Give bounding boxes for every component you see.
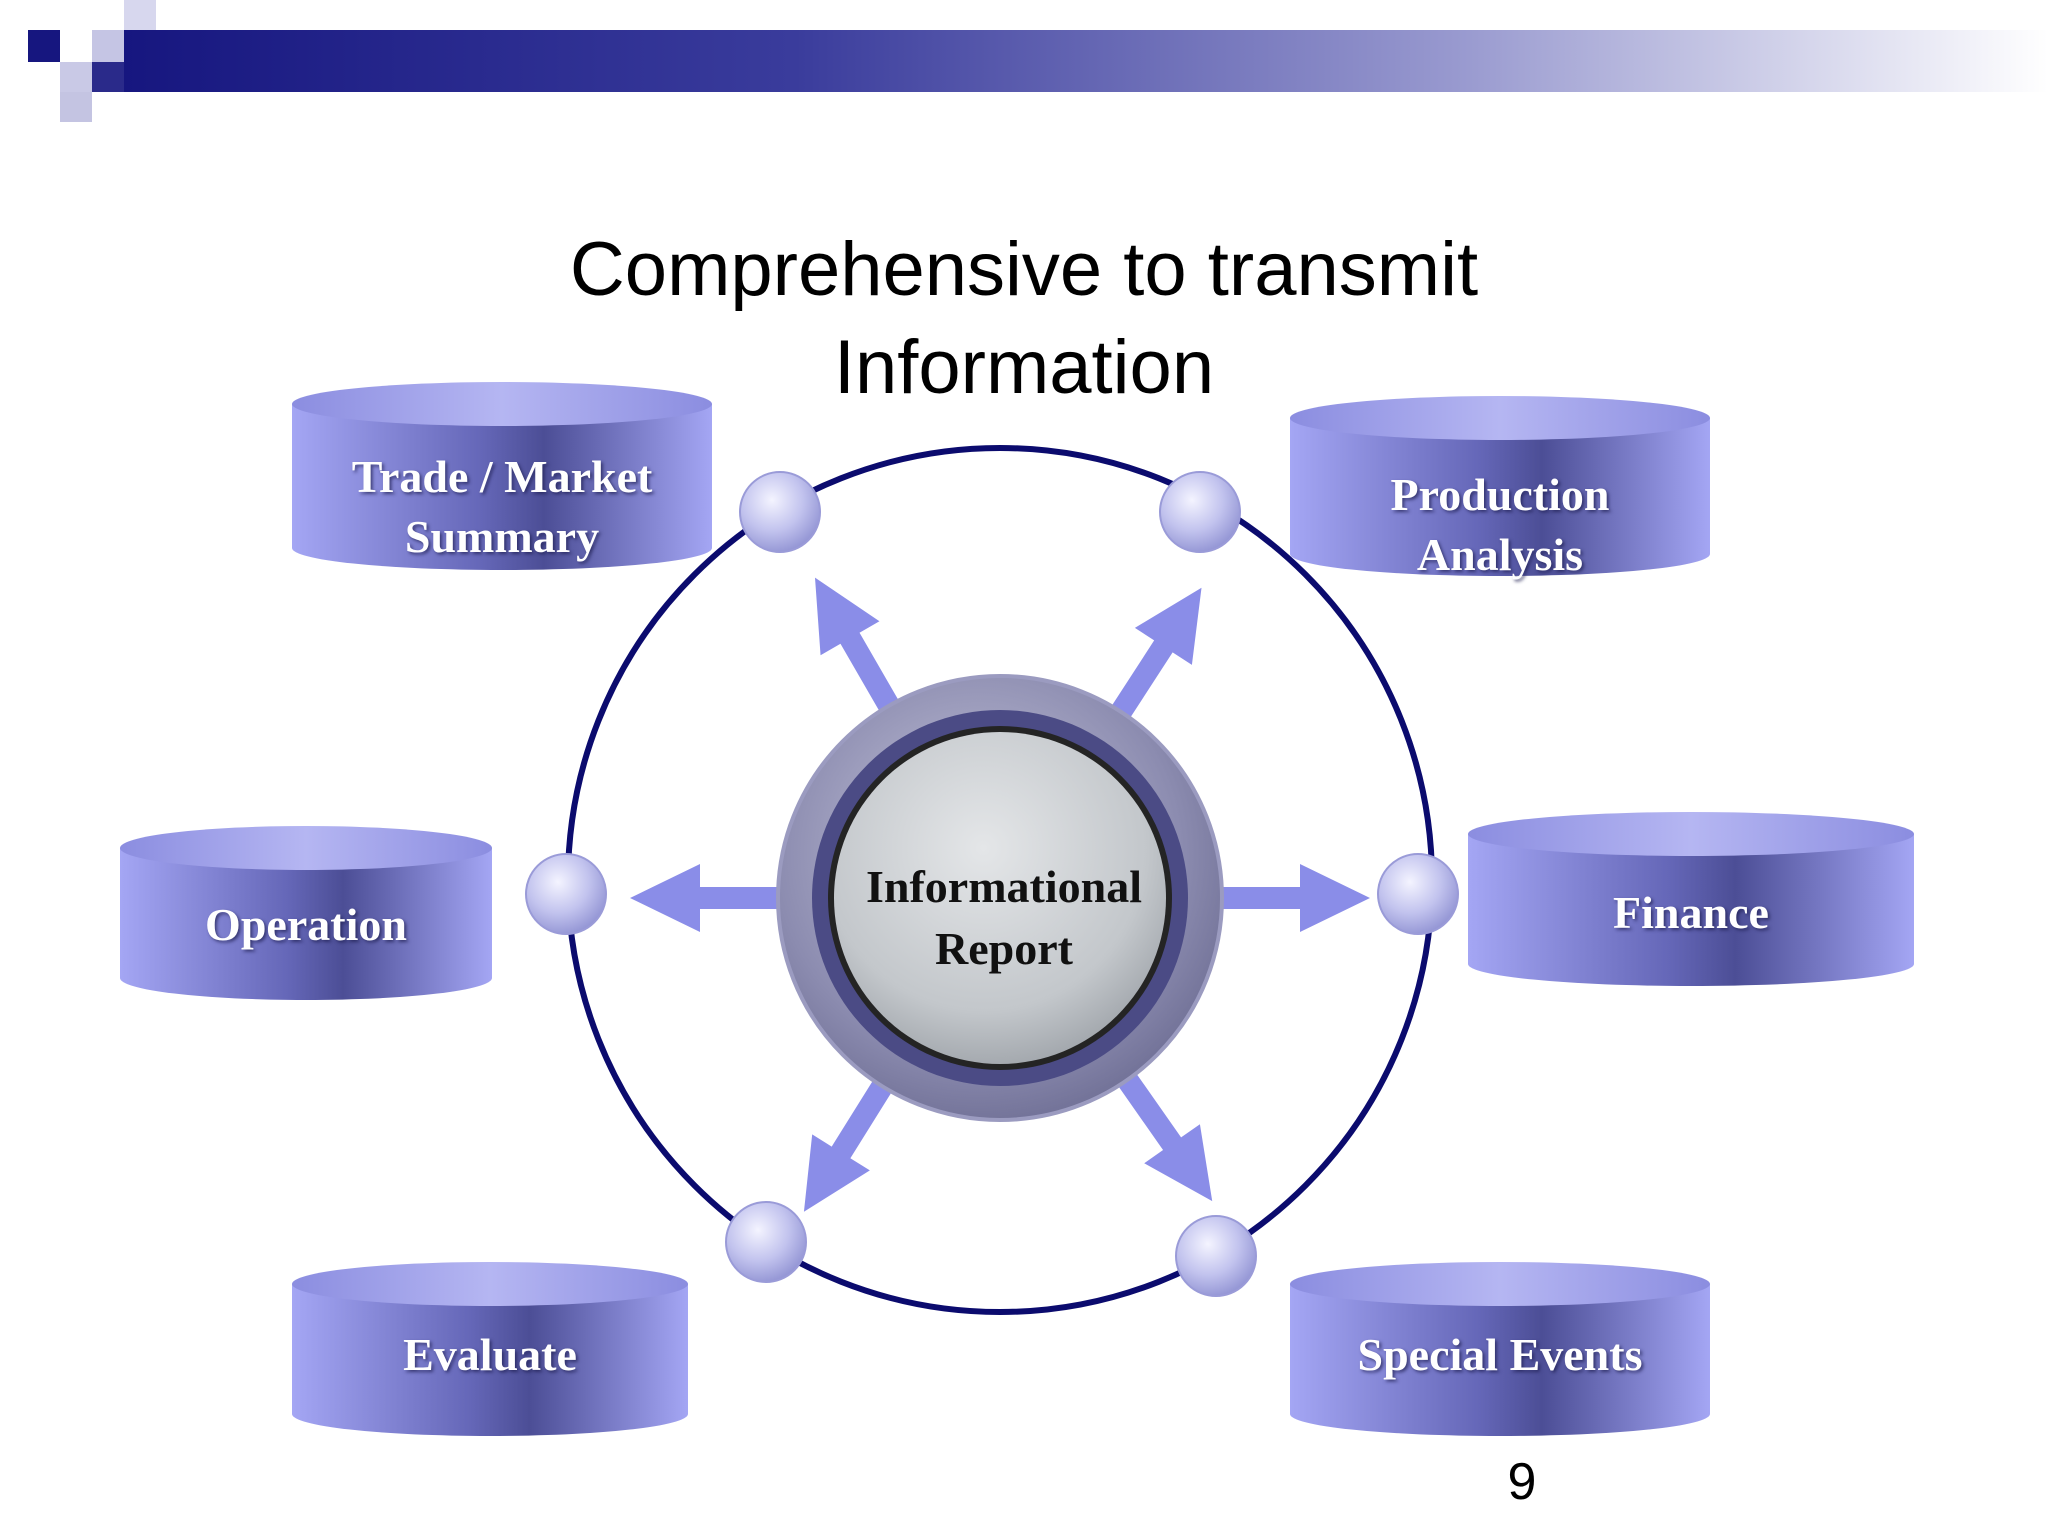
- arrow: [803, 1057, 906, 1212]
- cylinder-body: [120, 848, 492, 1000]
- arrow: [1096, 587, 1202, 741]
- ring-node: [1377, 853, 1459, 935]
- banner-square: [60, 92, 92, 122]
- topic-label-line-1: Evaluate: [403, 1329, 577, 1381]
- topic-label-trade-market-summary: Trade / Market Summary: [292, 432, 712, 582]
- title-banner: [120, 30, 2048, 92]
- topic-label-line-1: Operation: [205, 899, 407, 951]
- topic-label-line-1: Special Events: [1357, 1329, 1643, 1381]
- banner-square: [28, 30, 60, 62]
- arrow-shape: [1102, 1051, 1213, 1202]
- topic-cylinder: [292, 382, 712, 570]
- arrow-shape: [1195, 864, 1370, 932]
- banner-square: [92, 62, 124, 92]
- arrow: [815, 577, 913, 735]
- arrow-group: [630, 577, 1370, 1212]
- arrow: [1195, 864, 1370, 932]
- cylinder-body: [1290, 1284, 1710, 1436]
- cylinder-top: [120, 826, 492, 870]
- cylinder-body: [292, 1284, 688, 1436]
- topic-label-line-1: Trade / Market: [351, 451, 653, 503]
- arrow-shape: [815, 577, 913, 735]
- topic-label-line-1: Production: [1390, 469, 1610, 521]
- hub-face: [834, 732, 1166, 1064]
- center-label-line-2: Report: [935, 923, 1073, 974]
- page-number: 9: [1507, 1453, 1537, 1511]
- topic-label-line-2: Analysis: [1416, 529, 1584, 580]
- cylinder-top: [1290, 1262, 1710, 1306]
- cylinder-top: [292, 382, 712, 426]
- arrow-shape: [1096, 587, 1202, 741]
- topic-cylinder: [120, 826, 492, 1000]
- banner-square: [60, 62, 92, 94]
- topic-label-operation: Operation: [120, 880, 492, 970]
- center-label-line-1: Informational: [866, 860, 1142, 912]
- node-group: [525, 471, 1459, 1297]
- ring-node: [725, 1201, 807, 1283]
- cylinder-top: [1290, 396, 1710, 440]
- topic-cylinder: [1290, 1262, 1710, 1436]
- arrow: [630, 864, 805, 932]
- banner-square: [124, 0, 156, 30]
- topic-label-line-2: Summary: [404, 511, 600, 562]
- ring-node: [739, 471, 821, 553]
- topic-label-special-events: Special Events: [1290, 1310, 1710, 1400]
- cylinder-body: [1468, 834, 1914, 986]
- ring-node: [525, 853, 607, 935]
- arrow: [1102, 1051, 1213, 1202]
- arrow-shape: [630, 864, 805, 932]
- topic-cylinder: [292, 1262, 688, 1436]
- topic-label-finance: Finance: [1468, 868, 1914, 958]
- cylinder-top: [1468, 812, 1914, 856]
- cylinder-body: [1290, 418, 1710, 576]
- cylinder-top: [292, 1262, 688, 1306]
- topic-label-production-analysis: Production Analysis: [1290, 450, 1710, 600]
- center-label: Informational Report: [824, 848, 1184, 988]
- banner-square: [92, 30, 124, 62]
- topic-label-line-1: Finance: [1613, 887, 1769, 939]
- slide-title-line-2: Information: [833, 325, 1215, 410]
- topic-cylinder: [1290, 396, 1710, 576]
- ring-node: [1175, 1215, 1257, 1297]
- arrow-shape: [803, 1057, 906, 1212]
- topic-cylinder: [1468, 812, 1914, 986]
- slide-title-line-1: Comprehensive to transmit: [569, 227, 1479, 312]
- cylinder-body: [292, 404, 712, 570]
- ring-node: [1159, 471, 1241, 553]
- cylinder-group: [120, 382, 1914, 1436]
- topic-label-evaluate: Evaluate: [292, 1310, 688, 1400]
